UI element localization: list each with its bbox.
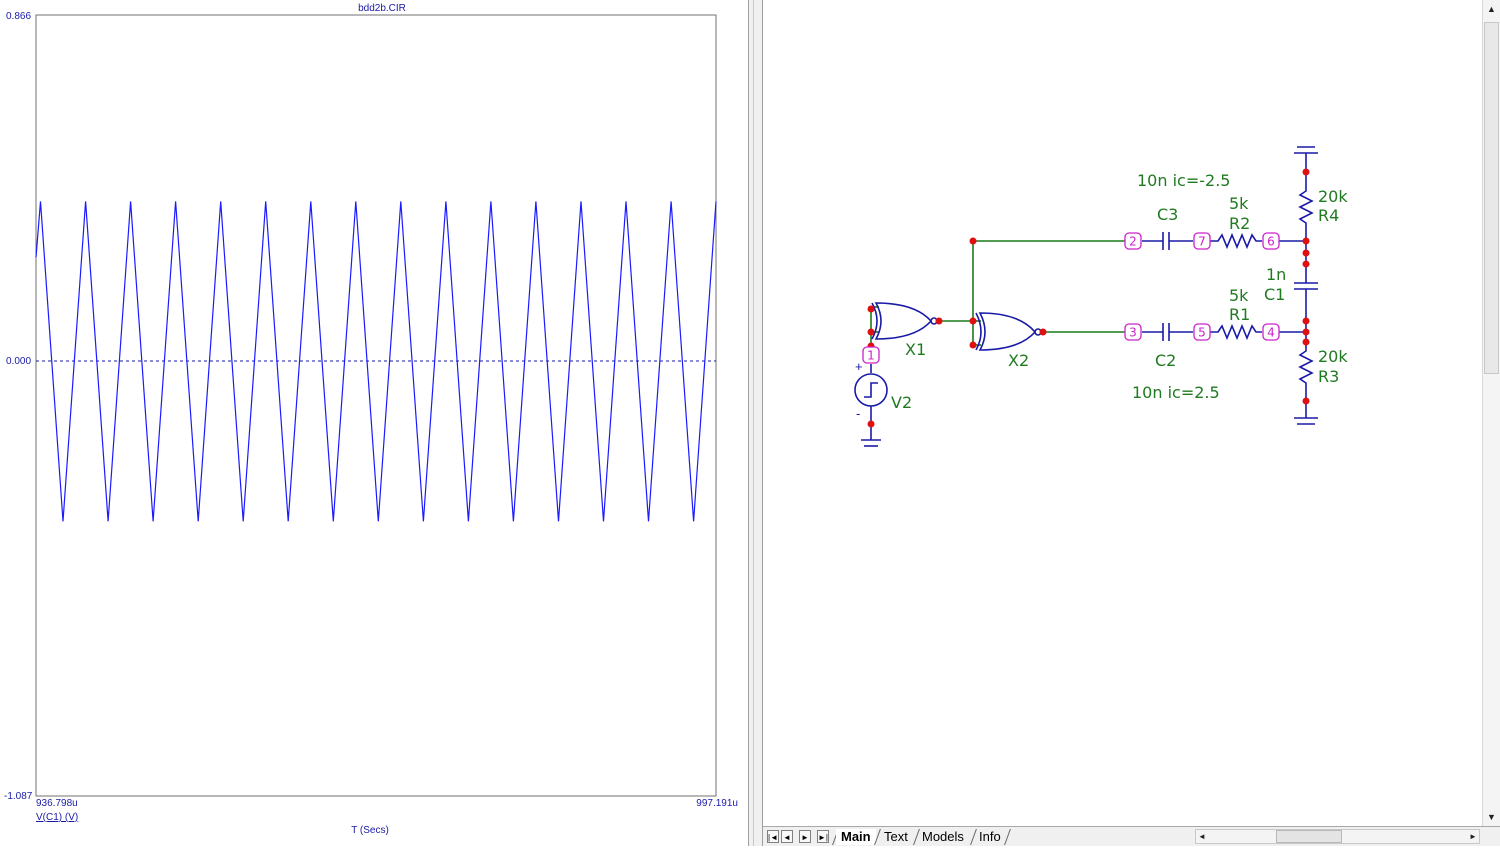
tab-info[interactable]: Info bbox=[979, 829, 1001, 844]
schematic-tab-bar: |◄ ◄ ► ►| Main Text Models Info ◄ ► bbox=[763, 826, 1500, 846]
r3-name-label: R3 bbox=[1318, 367, 1339, 386]
node-label-5: 5 bbox=[1198, 326, 1206, 340]
node-box-6 bbox=[1262, 232, 1280, 250]
voltage-source-v2[interactable] bbox=[854, 364, 888, 447]
v2-plus-sign: + bbox=[855, 359, 863, 374]
scroll-right-icon[interactable]: ► bbox=[1469, 832, 1477, 841]
x2-name-label: X2 bbox=[1008, 351, 1029, 370]
node-label-4: 4 bbox=[1267, 326, 1275, 340]
tab-models[interactable]: Models bbox=[922, 829, 964, 844]
node-label-7: 7 bbox=[1198, 235, 1206, 249]
schematic-pane[interactable]: 1 2 3 4 5 6 7 10n ic=-2.5 C3 5k R2 20k R4 1n C… bbox=[763, 0, 1500, 846]
resistor-r3[interactable] bbox=[1294, 332, 1318, 425]
c3-name-label: C3 bbox=[1157, 205, 1178, 224]
r1-value-label: 5k bbox=[1229, 286, 1249, 305]
node-box-1 bbox=[862, 346, 880, 364]
node-label-2: 2 bbox=[1129, 235, 1137, 249]
node-number-labels: 1 2 3 4 5 6 7 bbox=[862, 232, 1280, 364]
x1-name-label: X1 bbox=[905, 340, 926, 359]
components bbox=[854, 146, 1318, 447]
y-max-label: 0.866 bbox=[6, 11, 31, 22]
horizontal-scroll-thumb[interactable] bbox=[1276, 830, 1342, 843]
resistor-r2[interactable] bbox=[1210, 232, 1262, 250]
transient-plot[interactable]: bdd2b.CIR 0.866 0.000 -1.087 936.798u 99… bbox=[0, 0, 748, 846]
trace-legend-label[interactable]: V(C1) (V) bbox=[36, 812, 78, 823]
node-box-7 bbox=[1193, 232, 1211, 250]
r2-name-label: R2 bbox=[1229, 214, 1250, 233]
schematic-canvas[interactable]: 1 2 3 4 5 6 7 10n ic=-2.5 C3 5k R2 20k R4 1n C… bbox=[763, 0, 1478, 826]
r1-name-label: R1 bbox=[1229, 305, 1250, 324]
v2-minus-sign: - bbox=[856, 406, 860, 421]
vertical-scrollbar[interactable]: ▲ ▼ bbox=[1482, 0, 1500, 826]
wires bbox=[870, 240, 1125, 355]
r4-name-label: R4 bbox=[1318, 206, 1339, 225]
node-box-2 bbox=[1124, 232, 1142, 250]
r4-value-label: 20k bbox=[1318, 187, 1348, 206]
node-dots bbox=[867, 168, 1310, 428]
nav-last-button[interactable]: ►| bbox=[817, 830, 829, 843]
trace-vc1 bbox=[35, 201, 717, 522]
v2-name-label: V2 bbox=[891, 393, 912, 412]
c1-value-label: 1n bbox=[1266, 265, 1286, 284]
resistor-r4[interactable] bbox=[1294, 146, 1318, 241]
node-box-5 bbox=[1193, 323, 1211, 341]
resistor-r1[interactable] bbox=[1210, 323, 1262, 341]
x-max-label: 997.191u bbox=[696, 798, 738, 809]
analysis-plot-pane[interactable]: bdd2b.CIR 0.866 0.000 -1.087 936.798u 99… bbox=[0, 0, 748, 846]
nor-gate-x1[interactable] bbox=[874, 302, 933, 340]
nav-first-button[interactable]: |◄ bbox=[767, 830, 779, 843]
scroll-left-icon[interactable]: ◄ bbox=[1198, 832, 1206, 841]
r3-value-label: 20k bbox=[1318, 347, 1348, 366]
x-min-label: 936.798u bbox=[36, 798, 78, 809]
plot-frame bbox=[35, 14, 717, 797]
c3-value-label: 10n ic=-2.5 bbox=[1137, 171, 1230, 190]
node-label-3: 3 bbox=[1129, 326, 1137, 340]
y-min-label: -1.087 bbox=[4, 791, 33, 802]
c2-name-label: C2 bbox=[1155, 351, 1176, 370]
node-label-6: 6 bbox=[1267, 235, 1275, 249]
plot-title: bdd2b.CIR bbox=[358, 3, 406, 14]
node-label-1: 1 bbox=[867, 349, 875, 363]
nav-prev-button[interactable]: ◄ bbox=[781, 830, 793, 843]
x-axis-label: T (Secs) bbox=[351, 825, 389, 836]
scroll-up-icon[interactable]: ▲ bbox=[1487, 4, 1496, 14]
y-zero-label: 0.000 bbox=[6, 356, 31, 367]
nor-gate-x2[interactable] bbox=[978, 312, 1037, 351]
node-box-4 bbox=[1262, 323, 1280, 341]
capacitor-c2[interactable] bbox=[1142, 323, 1193, 341]
horizontal-scrollbar[interactable]: ◄ ► bbox=[1195, 829, 1480, 844]
tab-main[interactable]: Main bbox=[836, 829, 876, 845]
nav-next-button[interactable]: ► bbox=[799, 830, 811, 843]
capacitor-c3[interactable] bbox=[1142, 232, 1193, 250]
node-box-3 bbox=[1124, 323, 1142, 341]
vertical-scroll-thumb[interactable] bbox=[1484, 22, 1499, 374]
pane-splitter[interactable] bbox=[748, 0, 763, 846]
c2-value-label: 10n ic=2.5 bbox=[1132, 383, 1220, 402]
c1-name-label: C1 bbox=[1264, 285, 1285, 304]
r2-value-label: 5k bbox=[1229, 194, 1249, 213]
scroll-down-icon[interactable]: ▼ bbox=[1487, 812, 1496, 822]
tab-text[interactable]: Text bbox=[884, 829, 908, 844]
